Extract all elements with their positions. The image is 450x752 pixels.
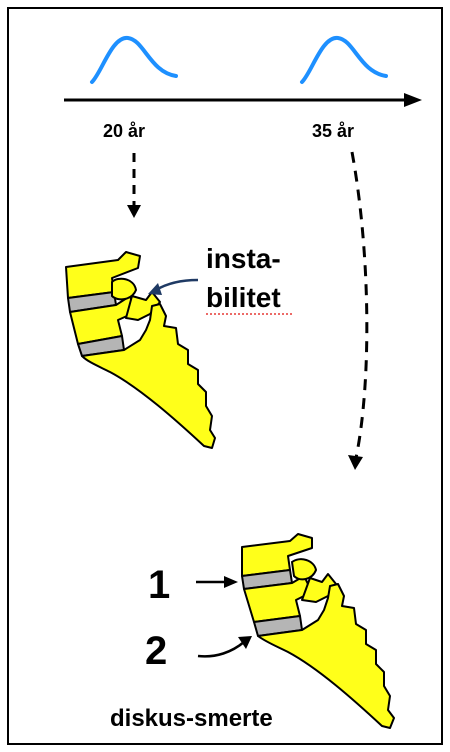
tick-label-35: 35 år <box>312 121 354 141</box>
instability-pointer-arrow <box>155 278 199 292</box>
marker-1: 1 <box>148 563 170 607</box>
spine-illustration-upper <box>65 251 216 449</box>
disc-pain-label: diskus-smerte <box>110 705 273 732</box>
outer-frame <box>7 7 443 745</box>
timeline-arrowhead <box>404 93 422 107</box>
dashed-arrow-35 <box>350 151 369 459</box>
tick-label-20: 20 år <box>103 121 145 141</box>
instability-pointer-arrowhead <box>148 283 162 295</box>
curve-20-years <box>90 36 178 84</box>
marker-2-arrowhead <box>238 636 252 649</box>
marker-2-arrow <box>197 641 245 658</box>
marker-2: 2 <box>145 629 167 673</box>
dashed-arrow-35-head <box>348 455 363 470</box>
instability-label-line1: insta- <box>206 243 281 274</box>
curve-35-years <box>300 36 388 84</box>
marker-1-arrowhead <box>224 576 238 588</box>
spine-illustration-lower <box>241 533 395 729</box>
dashed-arrow-20-head <box>127 205 141 218</box>
instability-label-line2: bilitet <box>206 282 281 313</box>
